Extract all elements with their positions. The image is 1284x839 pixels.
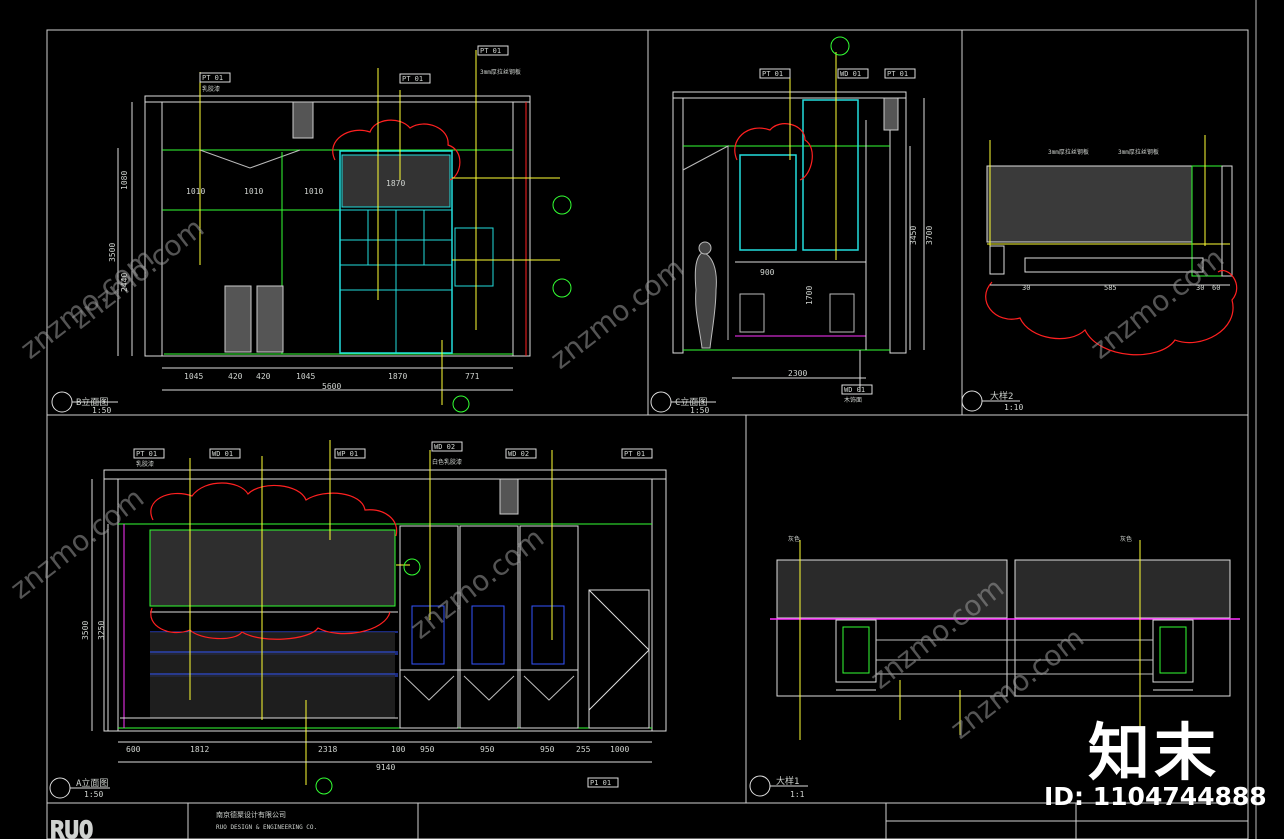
d2-note-steel-2: 3mm厚拉丝钢板 [1118,148,1159,156]
detail2-view-scale: 1:10 [1004,403,1023,412]
b-dim-5: 1870 [388,372,407,381]
a-dim-left-1: 3500 [81,621,90,640]
b-dim-top-3: 1010 [304,187,323,196]
b-tag-pt-2: PT 01 [402,75,423,83]
detail2-view-label: 大样2 [990,390,1013,402]
detail-1 [749,540,1240,797]
d1-note-2: 灰色 [1120,535,1132,543]
a-dim-4: 100 [391,745,406,754]
d2-dim-4: 60 [1212,284,1220,292]
watermark-text-4: znzmo.com [1084,241,1230,365]
c-tag-wd-bottom: WD 01 [844,386,865,394]
a-dim-left-2: 3250 [97,621,106,640]
a-note-white: 白色乳胶漆 [432,458,462,466]
c-tag-pt-2: PT 01 [887,70,908,78]
d2-dim-1: 30 [1022,284,1030,292]
a-tag-wd: WD 01 [212,450,233,458]
b-dim-6: 771 [465,372,480,381]
a-view-label: A立面图 [76,777,108,789]
watermark-text-2: znzmo.com [64,211,210,335]
c-dim-mid-2: 900 [760,268,775,277]
title-company: 南京德聚设计有限公司 [216,810,286,819]
title-block [187,803,1248,839]
a-dim-1: 600 [126,745,141,754]
watermark-text-6: znzmo.com [404,521,550,645]
detail-2 [961,135,1238,412]
c-view-label: C立面图 [675,396,707,408]
b-dim-3: 420 [256,372,271,381]
watermark-text-5: znzmo.com [4,481,150,605]
b-elevation [51,50,572,413]
a-dim-3: 2318 [318,745,337,754]
watermark-id: ID: 1104744888 [1044,782,1267,811]
a-view-scale: 1:50 [84,790,103,799]
c-elevation [650,36,925,413]
b-dim-left-3: 2440 [120,273,129,292]
c-dim-right-2: 3700 [925,226,934,245]
b-dim-left-1: 1080 [120,171,129,190]
c-dim-bottom: 2300 [788,369,807,378]
c-view-scale: 1:50 [690,406,709,415]
c-tag-wd: WD 01 [840,70,861,78]
a-dim-8: 255 [576,745,591,754]
a-dim-6: 950 [480,745,495,754]
watermark-text-3: znzmo.com [544,251,690,375]
d1-note-1: 灰色 [788,535,800,543]
b-view-scale: 1:50 [92,406,111,415]
b-dim-top-2: 1010 [244,187,263,196]
b-dim-total: 5600 [322,382,341,391]
a-tag-wp: WP 01 [337,450,358,458]
b-tag-pt-3: PT 01 [480,47,501,55]
title-logo: RUO [50,816,93,839]
c-note-wood: 木饰面 [844,396,862,404]
b-note-steel: 3mm厚拉丝钢板 [480,68,521,76]
b-dim-2: 420 [228,372,243,381]
a-tag-pt: PT 01 [136,450,157,458]
a-tag-pt-2: PT 01 [624,450,645,458]
a-note-paint: 乳胶漆 [136,460,154,468]
b-tag-pt: PT 01 [202,74,223,82]
title-company-en: RUO DESIGN & ENGINEERING CO. [216,824,317,831]
a-tag-p1: P1 01 [590,779,611,787]
c-tag-pt: PT 01 [762,70,783,78]
a-dim-9: 1000 [610,745,629,754]
b-dim-4: 1045 [296,372,315,381]
b-dim-top-1: 1010 [186,187,205,196]
d2-note-steel: 3mm厚拉丝钢板 [1048,148,1089,156]
c-dim-right-1: 3450 [909,226,918,245]
a-dim-7: 950 [540,745,555,754]
a-tag-wd2: WD 02 [434,443,455,451]
d2-dim-2: 585 [1104,284,1117,292]
b-view-label: B立面图 [76,396,108,408]
detail1-view-scale: 1:1 [790,790,805,799]
d2-dim-3: 30 [1196,284,1204,292]
a-dim-5: 950 [420,745,435,754]
b-dim-top-4: 1870 [386,179,405,188]
b-note-1: 乳胶漆 [202,85,220,93]
detail1-view-label: 大样1 [776,775,799,787]
a-elevation [49,440,667,799]
b-dim-left-2: 3500 [108,243,117,262]
a-tag-wd2-2: WD 02 [508,450,529,458]
a-dim-2: 1812 [190,745,209,754]
a-dim-total: 9140 [376,763,395,772]
c-dim-mid-1: 1700 [805,286,814,305]
watermark-brand: 知末 [1088,716,1221,789]
b-dim-1: 1045 [184,372,203,381]
